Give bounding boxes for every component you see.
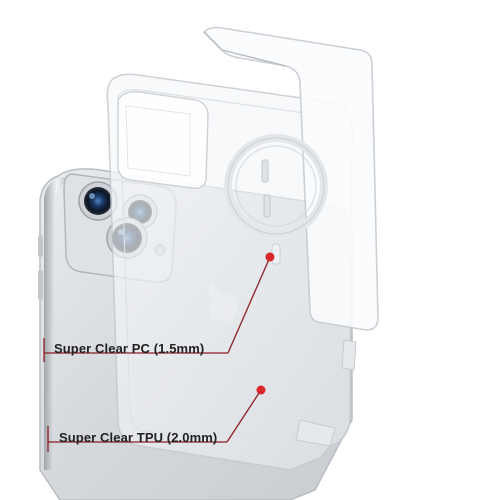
callout-pc	[43, 252, 275, 362]
pc-back-plate	[202, 26, 379, 331]
callout-dot-pc	[265, 252, 275, 262]
label-super-clear-pc: Super Clear PC (1.5mm)	[54, 341, 205, 356]
label-super-clear-tpu: Super Clear TPU (2.0mm)	[59, 430, 218, 445]
tpu-case	[106, 73, 357, 471]
callout-dot-tpu	[256, 385, 266, 395]
callout-tpu	[47, 385, 266, 452]
